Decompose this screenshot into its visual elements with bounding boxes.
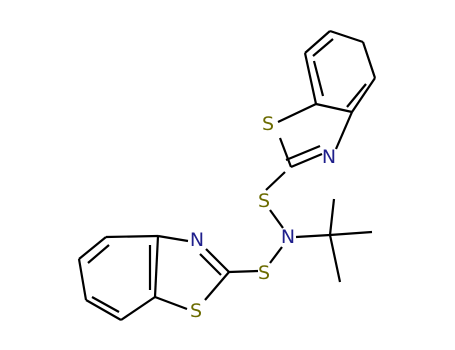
- lower-ring-sulfur-label: S: [190, 300, 202, 322]
- sulfenamide-nitrogen-label: N: [281, 226, 295, 248]
- bond-line: [290, 152, 323, 169]
- bond-line: [334, 111, 354, 150]
- bond-line: [351, 77, 376, 113]
- lower-ring-nitrogen-label: N: [190, 229, 204, 251]
- bond-line: [87, 244, 110, 264]
- upper-ring-sulfur-label: S: [262, 113, 274, 135]
- bond-line: [269, 209, 284, 229]
- bond-line: [346, 83, 367, 108]
- atom-labels: S N S N N S S: [190, 113, 336, 322]
- bond-line: [269, 246, 283, 264]
- bond-line: [199, 253, 222, 276]
- bond-line: [277, 103, 317, 123]
- bond-line: [77, 258, 88, 301]
- bond-line: [329, 29, 364, 44]
- bond-line: [329, 230, 373, 237]
- bond-line: [295, 233, 331, 239]
- bond-line: [78, 236, 107, 260]
- bond-line: [328, 234, 342, 283]
- bond-line: [154, 295, 188, 311]
- bond-line: [303, 52, 318, 105]
- bond-line: [278, 137, 293, 168]
- bond-line: [205, 248, 230, 273]
- bond-line: [120, 296, 156, 321]
- bond-line: [105, 234, 159, 239]
- upper-linker-sulfur-label: S: [258, 190, 270, 212]
- bond-line: [157, 234, 189, 243]
- bond-line: [153, 235, 160, 298]
- lower-linker-sulfur-label: S: [258, 262, 270, 284]
- bond-line: [91, 296, 120, 313]
- bond-line: [312, 38, 334, 57]
- bond-line: [361, 41, 377, 79]
- bond-line: [204, 271, 230, 301]
- bond-line: [228, 269, 259, 274]
- upper-ring-nitrogen-label: N: [322, 146, 336, 168]
- bond-line: [328, 198, 336, 236]
- bond-line: [315, 102, 353, 114]
- bond-line: [304, 30, 331, 54]
- bond-line: [265, 171, 286, 191]
- bond-lines: [77, 29, 377, 321]
- bond-line: [85, 299, 122, 321]
- bond-line: [312, 60, 325, 97]
- bond-line: [285, 144, 321, 162]
